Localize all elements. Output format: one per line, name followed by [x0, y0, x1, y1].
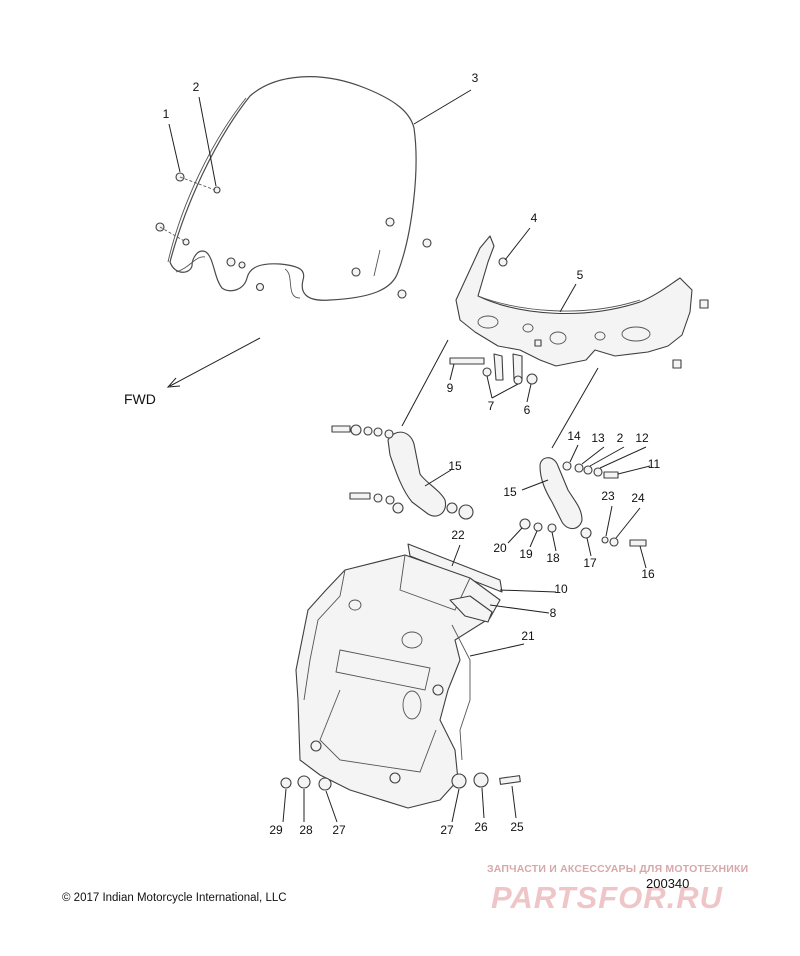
callout-27: 27: [440, 823, 454, 837]
callout-25: 25: [510, 820, 524, 834]
callout-5: 5: [577, 268, 584, 282]
forward-arrow: FWD: [124, 337, 261, 407]
callout-10: 10: [554, 582, 568, 596]
callout-20: 20: [493, 541, 507, 555]
callout-23: 23: [601, 489, 615, 503]
left-arm: [331, 424, 474, 520]
callout-leaders: [168, 89, 651, 823]
callout-16: 16: [641, 567, 655, 581]
callout-26: 26: [474, 820, 488, 834]
bottom-hardware: [280, 772, 521, 791]
callout-7: 7: [488, 399, 495, 413]
callout-15: 15: [448, 459, 462, 473]
windshield: [167, 76, 417, 301]
callout-2: 2: [617, 431, 624, 445]
callout-21: 21: [521, 629, 535, 643]
callout-3: 3: [472, 71, 479, 85]
callout-24: 24: [631, 491, 645, 505]
callout-9: 9: [447, 381, 454, 395]
callout-27: 27: [332, 823, 346, 837]
copyright-text: © 2017 Indian Motorcycle International, …: [62, 892, 287, 904]
callout-1: 1: [163, 107, 170, 121]
callout-12: 12: [635, 431, 649, 445]
callout-15: 15: [503, 485, 517, 499]
callout-18: 18: [546, 551, 560, 565]
callout-29: 29: [269, 823, 283, 837]
callout-22: 22: [451, 528, 465, 542]
fwd-label: FWD: [124, 391, 156, 407]
callout-2: 2: [193, 80, 200, 94]
callout-8: 8: [550, 606, 557, 620]
watermark-tagline: ЗАПЧАСТИ И АКСЕССУАРЫ ДЛЯ МОТОТЕХНИКИ: [487, 863, 749, 875]
mount-frame: [295, 543, 503, 809]
right-arm: [519, 457, 647, 547]
callout-6: 6: [524, 403, 531, 417]
windshield-screws: [155, 172, 432, 299]
watermark-brand: PARTSFOR.RU: [491, 880, 724, 915]
callout-19: 19: [519, 547, 533, 561]
callout-14: 14: [567, 429, 581, 443]
upper-bracket: [455, 235, 709, 369]
callout-28: 28: [299, 823, 313, 837]
callout-4: 4: [531, 211, 538, 225]
hinge-hardware: [449, 353, 538, 385]
diagram-code: 200340: [646, 876, 690, 891]
callout-11: 11: [648, 457, 661, 471]
callout-13: 13: [591, 431, 605, 445]
callout-17: 17: [583, 556, 597, 570]
